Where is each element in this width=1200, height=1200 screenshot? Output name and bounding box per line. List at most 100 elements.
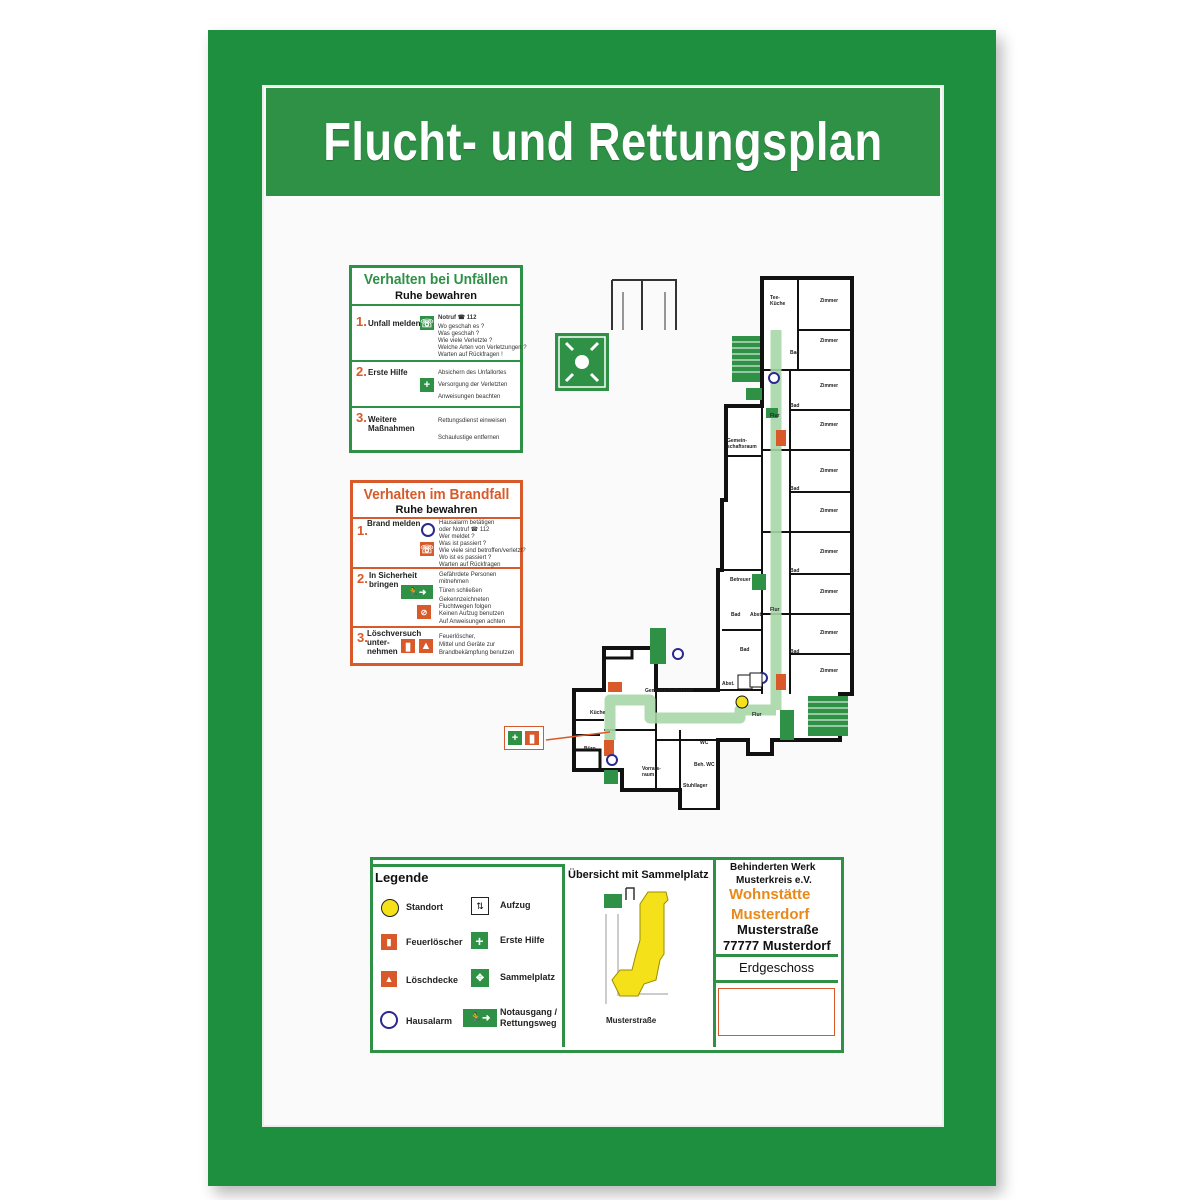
room-betreuer: Betreuer <box>730 577 751 583</box>
accident-step-3-num: 3. <box>356 410 367 425</box>
fire-step-3-num: 3. <box>357 630 368 645</box>
room-zimmer-3: Zimmer <box>820 383 839 389</box>
fire-box: Verhalten im Brandfall Ruhe bewahren 1. … <box>350 480 526 666</box>
address-org-line2: Musterkreis e.V. <box>736 875 812 886</box>
accident-step-2-note-1: Absichern des Unfallortes <box>438 370 507 376</box>
legend-label-notausgang: Notausgang / Rettungsweg <box>500 1007 558 1028</box>
fire-blanket-icon: ▲ <box>381 971 397 987</box>
room-buero: Büro <box>584 746 596 752</box>
room-beh-wc: Beh. WC <box>694 762 715 768</box>
room-zimmer-8: Zimmer <box>820 589 839 595</box>
room-zimmer-7: Zimmer <box>820 549 839 555</box>
fire-step-2-note-7: Auf Anweisungen achten <box>439 619 506 625</box>
room-gemeinschaftsraum: Gemeinschaftsraum <box>645 688 694 694</box>
fire-step-1-note-7: Warten auf Rückfragen <box>439 562 501 568</box>
fire-extinguisher-icon: ▮ <box>401 639 415 653</box>
outside-sign: + ▮ <box>504 726 544 750</box>
fire-step-1-note-5: Wie viele sind betroffen/verletzt? <box>439 548 526 554</box>
address-city: 77777 Musterdorf <box>723 938 831 953</box>
fire-step-2-label: In Sicherheit bringen <box>369 571 418 589</box>
room-wc: WC <box>700 740 709 746</box>
accident-step-1-num: 1. <box>356 314 367 329</box>
room-flur-2: Flur <box>770 607 780 613</box>
fire-step-2-num: 2. <box>357 571 368 586</box>
house-alarm-icon <box>421 523 435 537</box>
accident-step-2-num: 2. <box>356 364 367 379</box>
fire-step-1-num: 1. <box>357 523 368 538</box>
fire-step-2-note-1: Gefährdete Personen <box>439 572 497 578</box>
date-box <box>718 988 835 1036</box>
outside-extinguisher-icon: ▮ <box>525 731 539 745</box>
fire-step-1-label: Brand melden <box>367 519 421 528</box>
accident-step-1-note-1: Notruf ☎ 112 <box>438 315 477 321</box>
room-abst-1: Abst. <box>750 612 763 618</box>
legend-title: Legende <box>375 870 429 885</box>
room-flur-3: Flur <box>752 712 762 718</box>
room-bad-1: Bad <box>790 350 800 356</box>
legend-label-sammelplatz: Sammelplatz <box>500 972 556 982</box>
legend-label-aufzug: Aufzug <box>500 900 531 910</box>
accident-step-3-label: Weitere Maßnahmen <box>368 415 415 433</box>
accident-box-subtitle: Ruhe bewahren <box>395 290 477 302</box>
legend-label-feuerloescher: Feuerlöscher <box>406 937 463 947</box>
accident-box: Verhalten bei Unfällen Ruhe bewahren 1. … <box>349 265 527 453</box>
overview-title: Übersicht mit Sammelplatz <box>568 869 709 881</box>
legend-label-erste-hilfe: Erste Hilfe <box>500 935 545 945</box>
accident-step-1-label: Unfall melden <box>368 319 421 328</box>
room-stuhllager: Stuhllager <box>683 783 708 789</box>
accident-step-3-note-2: Schaulustige entfernen <box>438 435 500 441</box>
elevator-icon: ⇅ <box>471 897 489 915</box>
accident-box-title: Verhalten bei Unfällen <box>363 271 509 288</box>
room-bad-4: Bad <box>790 568 800 574</box>
assembly-point-icon: ✥ <box>471 969 489 987</box>
floor-plan <box>545 276 854 810</box>
fire-step-1-note-2: oder Notruf ☎ 112 <box>439 527 490 533</box>
fire-step-1-note-4: Was ist passiert ? <box>439 541 487 547</box>
accident-step-2-note-2: Versorgung der Verletzten <box>438 382 508 388</box>
fire-step-2-note-2: mitnehmen <box>439 579 469 585</box>
first-aid-icon: + <box>471 932 488 949</box>
accident-step-1-note-2: Wo geschah es ? <box>438 324 485 330</box>
room-zimmer-9: Zimmer <box>820 630 839 636</box>
fire-box-title: Verhalten im Brandfall <box>363 486 510 503</box>
fire-phone-icon: ☏ <box>420 542 434 556</box>
room-zimmer-10: Zimmer <box>820 668 839 674</box>
fire-extinguisher-icon: ▮ <box>381 934 397 950</box>
accident-step-1-note-4: Wie viele Verletzte ? <box>438 338 493 344</box>
room-vorratsraum: Vorrats- raum <box>642 766 661 778</box>
poster-title: Flucht- und Rettungsplan <box>323 112 883 172</box>
overview-map <box>604 887 669 1004</box>
fire-blanket-icon: ▲ <box>419 639 433 653</box>
room-zimmer-1: Zimmer <box>820 298 839 304</box>
accident-step-1-note-5: Welche Arten von Verletzungen ? <box>438 345 527 351</box>
room-bad-5: Bad <box>731 612 741 618</box>
fire-step-3-note-2: Mittel und Geräte zur <box>439 642 496 648</box>
fire-step-2-note-3: Türen schließen <box>439 588 483 594</box>
emergency-exit-icon: 🏃➜ <box>463 1009 497 1027</box>
accident-step-1-note-3: Was geschah ? <box>438 331 480 337</box>
emergency-exit-icon: 🏃➜ <box>401 585 433 599</box>
room-gemeinschaftsraum-top: Gemein- schaftsraum <box>727 438 757 450</box>
accident-step-2-label: Erste Hilfe <box>368 368 408 377</box>
phone-icon: ☏ <box>420 316 434 330</box>
title-band: Flucht- und Rettungsplan <box>266 88 940 196</box>
assembly-point-sign <box>555 333 609 391</box>
fire-step-1-note-6: Wo ist es passiert ? <box>439 555 492 561</box>
outside-first-aid-icon: + <box>508 731 522 745</box>
legend-label-hausalarm: Hausalarm <box>406 1016 453 1026</box>
fire-step-3-note-1: Feuerlöscher, <box>439 634 476 640</box>
first-aid-icon: + <box>420 378 434 392</box>
room-flur-1: Flur <box>770 413 780 419</box>
room-zimmer-5: Zimmer <box>820 468 839 474</box>
address-place-line2: Musterdorf <box>731 906 810 923</box>
address-org-line1: Behinderten Werk <box>730 862 816 873</box>
overview-street: Musterstraße <box>606 1016 657 1025</box>
fire-step-3-label: Löschversuch unter- nehmen <box>367 629 422 656</box>
room-bad-6: Bad <box>790 649 800 655</box>
accident-step-1-note-6: Warten auf Rückfragen ! <box>438 352 503 358</box>
accident-step-3-note-1: Rettungsdienst einweisen <box>438 418 507 424</box>
room-zimmer-4: Zimmer <box>820 422 839 428</box>
fire-box-subtitle: Ruhe bewahren <box>395 504 478 516</box>
room-bad-7: Bad <box>740 647 750 653</box>
room-tee-kueche: Tee- Küche <box>770 295 786 307</box>
